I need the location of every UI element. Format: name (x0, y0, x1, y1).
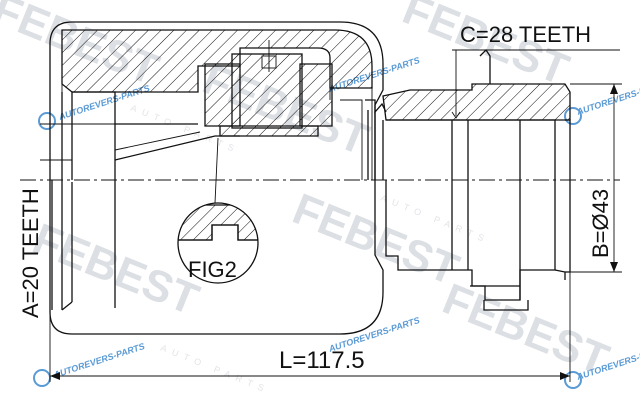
teeth-outer-label: C=28 TEETH (460, 22, 591, 47)
length-label: L=117.5 (279, 347, 365, 374)
teeth-inner-label: A=20 TEETH (18, 188, 43, 318)
diameter-label: B=Ø43 (588, 189, 613, 258)
dimension-b-diameter: B=Ø43 (570, 83, 622, 273)
stub-shaft (365, 48, 571, 311)
dimension-a-teeth: A=20 TEETH (18, 124, 51, 318)
dimension-c-teeth: C=28 TEETH (451, 22, 620, 119)
watermark-brand: FEBEST (286, 184, 465, 294)
dimension-length: L=117.5 (49, 272, 571, 382)
watermark-sub: AUTO PARTS (159, 343, 271, 396)
outer-race-body (40, 21, 384, 335)
watermark-url: AUTOREVERS-PARTS (52, 341, 146, 380)
watermark-logo-icon (33, 369, 51, 387)
watermark-brand: FEBEST (396, 0, 575, 95)
watermark-logo-icon (38, 112, 56, 130)
fig2-detail: FIG2 (177, 137, 259, 284)
fig2-label: FIG2 (188, 257, 237, 282)
watermark-logo-icon (564, 371, 582, 389)
ball-cage (231, 53, 303, 129)
watermark-brand: FEBEST (26, 214, 205, 324)
